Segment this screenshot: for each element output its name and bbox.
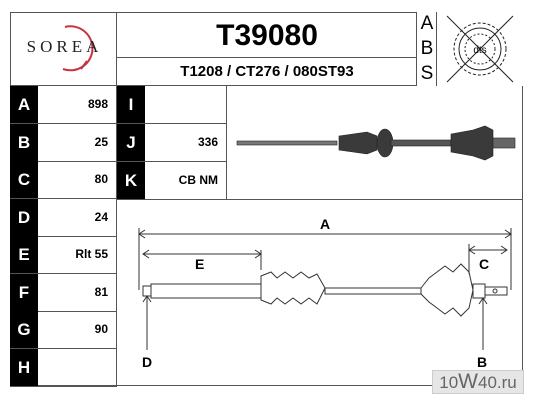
spec-value: 24 — [94, 209, 108, 224]
intermediate-shaft — [324, 287, 422, 295]
spec-row-j: J 336 — [117, 124, 227, 162]
inner-tripod-housing — [150, 283, 262, 299]
abs-letter-b: B — [420, 38, 434, 59]
spec-value — [147, 86, 226, 123]
cross-ref-cell: T1208 / CT276 / 080ST93 — [117, 58, 417, 86]
spec-value: Rlt 55 — [75, 247, 108, 261]
photo-inner-joint — [376, 128, 394, 158]
dim-label-e: E — [195, 256, 205, 272]
spec-row-c: C 80 — [10, 161, 117, 199]
photo-shaft-end — [236, 140, 338, 146]
spec-letter: I — [117, 86, 145, 123]
logo-ring-icon — [62, 25, 94, 72]
brand-logo: SOREA — [10, 12, 117, 86]
inner-boot — [260, 271, 326, 305]
spec-value — [40, 349, 116, 386]
spec-letter: F — [10, 273, 38, 311]
spec-row-b: B 25 — [10, 123, 117, 162]
spec-value: 80 — [94, 172, 108, 186]
spec-row-k: K CB NM — [117, 162, 227, 200]
site-watermark: 10W40.ru — [432, 370, 524, 394]
outer-joint-neck — [472, 283, 486, 299]
abs-letter-s: S — [420, 63, 434, 84]
dim-label-b: B — [477, 354, 488, 370]
spec-letter: B — [10, 123, 38, 161]
spec-value: 25 — [94, 134, 108, 149]
spec-letter: C — [10, 161, 38, 198]
technical-diagram: A E C D B — [117, 200, 523, 386]
spec-letter: K — [117, 162, 145, 199]
spec-row-d: D 24 — [10, 198, 117, 237]
dim-label-c: C — [479, 256, 490, 272]
spec-row-a: A 898 — [10, 86, 117, 124]
spec-row-e: E Rlt 55 — [10, 236, 117, 274]
badge-text: dts — [473, 45, 486, 56]
watermark-suffix: 40.ru — [478, 373, 517, 392]
spec-letter: D — [10, 198, 38, 236]
spec-row-h: H — [10, 348, 117, 387]
spec-letter: A — [10, 86, 38, 123]
outer-boot — [420, 263, 474, 317]
drive-shaft-photo — [236, 125, 516, 161]
spec-row-i: I — [117, 86, 227, 124]
abs-badge: dts — [437, 12, 523, 86]
abs-letter-a: A — [420, 13, 434, 34]
outer-spline — [484, 286, 508, 296]
brand-name: SOREA — [26, 37, 103, 56]
title-cell: T39080 — [117, 12, 417, 58]
watermark-big: W — [458, 370, 478, 393]
photo-outer-stub — [492, 137, 516, 149]
spec-value: 336 — [197, 135, 218, 149]
abs-column: A B S — [417, 12, 437, 86]
photo-outer-boot — [450, 125, 494, 161]
spec-row-f: F 81 — [10, 273, 117, 312]
spec-value: CB NM — [178, 173, 218, 187]
watermark-prefix: 10 — [439, 373, 459, 392]
cross-references: T1208 / CT276 / 080ST93 — [180, 63, 354, 80]
no-abs-ring-icon: dts — [446, 15, 514, 83]
photo-shaft-bar — [390, 139, 452, 147]
spec-row-g: G 90 — [10, 311, 117, 349]
spec-letter: H — [10, 348, 38, 386]
outer-thread — [492, 288, 498, 294]
spec-value: 90 — [94, 322, 108, 336]
spec-value: 898 — [87, 97, 108, 111]
photo-inner-boot — [338, 131, 378, 155]
dimension-drawing — [138, 228, 512, 350]
dim-label-d: D — [142, 354, 153, 370]
spec-letter: G — [10, 311, 38, 348]
spec-letter: E — [10, 236, 38, 273]
dim-label-a: A — [320, 216, 331, 232]
inner-spline — [142, 285, 152, 297]
spec-value: 81 — [94, 284, 108, 299]
spec-letter: J — [117, 124, 145, 161]
product-photo — [227, 86, 523, 200]
part-number: T39080 — [216, 19, 318, 52]
